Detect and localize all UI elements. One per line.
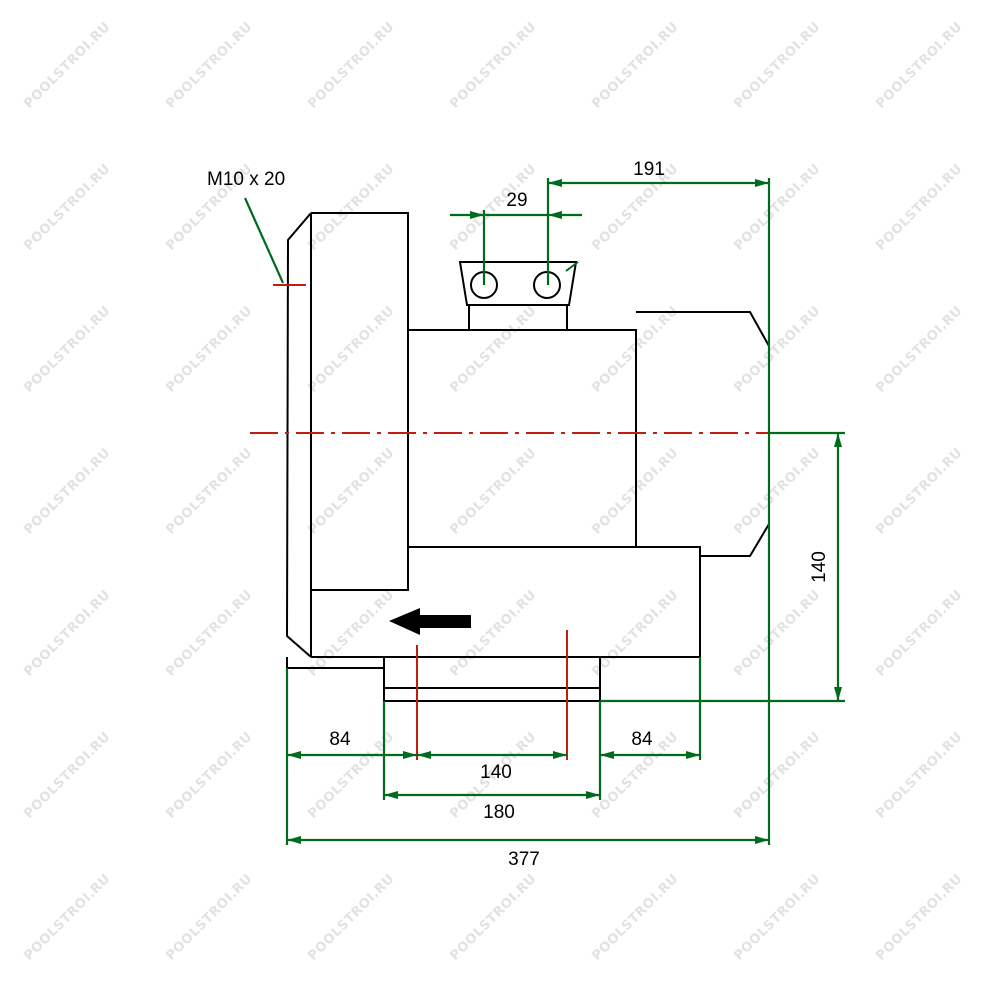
watermark-text: POOLSTROI.RU <box>447 587 539 679</box>
watermark-text: POOLSTROI.RU <box>589 587 681 679</box>
dimension-labels: M10 x 20 191 29 140 84 84 140 180 377 <box>207 159 830 870</box>
watermark-text: POOLSTROI.RU <box>21 871 113 963</box>
side-flange <box>285 212 312 658</box>
dim-label-191: 191 <box>633 159 665 180</box>
watermark-text: POOLSTROI.RU <box>163 729 255 821</box>
center-lines <box>250 284 822 760</box>
watermark-text: POOLSTROI.RU <box>731 871 823 963</box>
arrowhead <box>470 211 484 219</box>
watermark-text: POOLSTROI.RU <box>21 445 113 537</box>
watermark-text: POOLSTROI.RU <box>163 303 255 395</box>
arrowhead <box>834 433 842 447</box>
watermark-text: POOLSTROI.RU <box>873 161 965 253</box>
watermark-text: POOLSTROI.RU <box>731 729 823 821</box>
arrowhead <box>834 687 842 701</box>
watermark-text: POOLSTROI.RU <box>163 19 255 111</box>
watermark-text: POOLSTROI.RU <box>873 729 965 821</box>
watermark-text: POOLSTROI.RU <box>873 871 965 963</box>
arrowhead <box>553 751 567 759</box>
dimension-lines <box>243 178 845 845</box>
dim-label-180: 180 <box>483 802 515 823</box>
dim-label-140-vertical: 140 <box>809 551 830 583</box>
watermark-text: POOLSTROI.RU <box>163 871 255 963</box>
lower-body <box>311 546 701 658</box>
arrowhead <box>287 751 301 759</box>
watermark-text: POOLSTROI.RU <box>873 303 965 395</box>
watermark-text: POOLSTROI.RU <box>163 587 255 679</box>
watermark-text: POOLSTROI.RU <box>305 161 397 253</box>
dim-label-29: 29 <box>506 190 527 211</box>
arrowhead <box>403 751 417 759</box>
terminal-box-slash <box>565 261 579 272</box>
watermark-text: POOLSTROI.RU <box>447 303 539 395</box>
watermark-text: POOLSTROI.RU <box>447 19 539 111</box>
dim-label-84-right: 84 <box>631 729 653 750</box>
watermark-text: POOLSTROI.RU <box>731 19 823 111</box>
watermark-text: POOLSTROI.RU <box>731 303 823 395</box>
watermark-text: POOLSTROI.RU <box>305 445 397 537</box>
base-plate <box>383 656 601 702</box>
arrowhead <box>600 751 614 759</box>
watermark-text: POOLSTROI.RU <box>873 19 965 111</box>
arrowhead <box>755 179 769 187</box>
thread-leader <box>243 197 285 284</box>
arrowhead <box>548 211 562 219</box>
watermark-text: POOLSTROI.RU <box>731 161 823 253</box>
watermark-text: POOLSTROI.RU <box>21 729 113 821</box>
watermark-text: POOLSTROI.RU <box>21 161 113 253</box>
watermark-text: POOLSTROI.RU <box>731 587 823 679</box>
arrowhead <box>686 751 700 759</box>
thread-label: M10 x 20 <box>207 169 285 190</box>
arrowhead <box>755 836 769 844</box>
watermark-text: POOLSTROI.RU <box>305 871 397 963</box>
watermark-text: POOLSTROI.RU <box>21 587 113 679</box>
dim-label-84-left: 84 <box>329 729 351 750</box>
watermark-text: POOLSTROI.RU <box>873 587 965 679</box>
arrowhead <box>586 791 600 799</box>
watermark-text: POOLSTROI.RU <box>163 445 255 537</box>
impeller-housing <box>311 212 409 591</box>
watermark-text: POOLSTROI.RU <box>447 445 539 537</box>
watermark-text: POOLSTROI.RU <box>873 445 965 537</box>
watermark-text: POOLSTROI.RU <box>447 871 539 963</box>
dim-label-140-base: 140 <box>480 762 512 783</box>
arrowhead <box>548 179 562 187</box>
watermark-text: POOLSTROI.RU <box>305 19 397 111</box>
dim-label-377: 377 <box>508 849 540 870</box>
arrowhead <box>287 836 301 844</box>
watermark-text: POOLSTROI.RU <box>305 303 397 395</box>
arrowhead <box>417 751 431 759</box>
arrowhead <box>384 791 398 799</box>
watermark-text: POOLSTROI.RU <box>21 303 113 395</box>
terminal-box <box>458 261 578 306</box>
watermark-text: POOLSTROI.RU <box>589 871 681 963</box>
watermark-text: POOLSTROI.RU <box>731 445 823 537</box>
arrow-left-icon <box>389 608 471 635</box>
watermark-text: POOLSTROI.RU <box>21 19 113 111</box>
watermark-text: POOLSTROI.RU <box>589 19 681 111</box>
